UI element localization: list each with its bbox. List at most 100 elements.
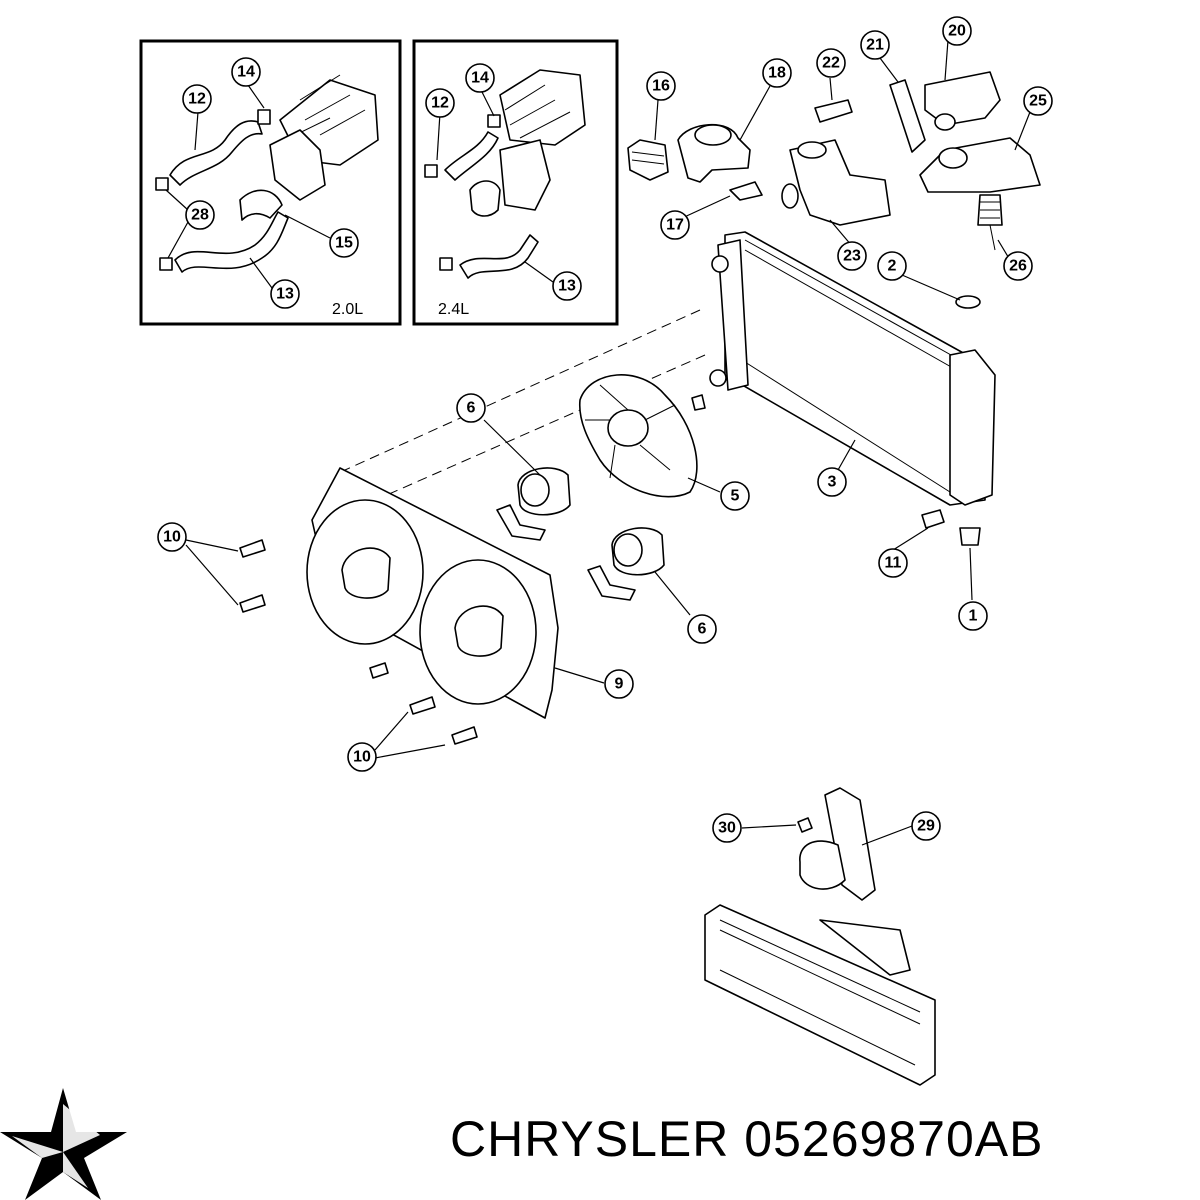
brand-name: CHRYSLER <box>450 1111 730 1167</box>
svg-text:13: 13 <box>558 278 576 295</box>
water-outlet-20 <box>924 71 1001 126</box>
hose-clamp <box>155 177 169 191</box>
svg-text:15: 15 <box>335 235 353 252</box>
shroud-edge <box>819 919 911 976</box>
inset-2-0l: 12 14 28 15 13 2.0L <box>139 39 402 326</box>
bracket-handle <box>799 840 846 890</box>
bolt-10 <box>409 696 436 715</box>
thermostat-housing <box>469 180 501 217</box>
svg-text:2: 2 <box>888 258 897 275</box>
bolt-10 <box>239 539 266 558</box>
callout-30: 30 <box>712 813 742 843</box>
svg-text:17: 17 <box>666 217 684 234</box>
callout-10: 10 <box>347 742 377 772</box>
callout-18: 18 <box>762 58 792 88</box>
lower-detail: 30 29 <box>704 787 941 1086</box>
callout-10: 10 <box>157 522 187 552</box>
callout-16: 16 <box>646 71 676 101</box>
callout-17: 17 <box>660 210 690 240</box>
hose-clamp <box>159 257 173 271</box>
callout-13: 13 <box>270 279 300 309</box>
fan-shroud-assembly: 10 10 9 <box>157 467 634 772</box>
upper-hose-12 <box>169 120 263 186</box>
engine-ribs <box>284 74 366 141</box>
motor-bracket <box>587 565 636 601</box>
hose-clamp <box>424 164 438 178</box>
callout-5: 5 <box>720 481 750 511</box>
svg-text:25: 25 <box>1029 93 1047 110</box>
fan-assembly: 6 5 6 <box>456 374 750 644</box>
callout-22: 22 <box>816 48 846 78</box>
callout-20: 20 <box>942 16 972 46</box>
svg-text:23: 23 <box>843 248 861 265</box>
motor-bracket <box>496 504 546 541</box>
callout-14: 14 <box>231 57 261 87</box>
callout-29: 29 <box>911 811 941 841</box>
svg-text:12: 12 <box>188 91 206 108</box>
callout-13: 13 <box>552 271 582 301</box>
svg-text:10: 10 <box>353 749 371 766</box>
hose-clamp <box>257 109 271 125</box>
chrysler-pentastar-icon <box>0 1088 127 1200</box>
callout-11: 11 <box>878 548 908 578</box>
lower-hose-13 <box>459 234 539 279</box>
callout-25: 25 <box>1023 86 1053 116</box>
callout-15: 15 <box>329 228 359 258</box>
svg-text:14: 14 <box>237 64 255 81</box>
callout-3: 3 <box>817 467 847 497</box>
svg-text:6: 6 <box>467 400 476 417</box>
inset-frame <box>139 39 402 326</box>
callout-12: 12 <box>182 84 212 114</box>
callout-28: 28 <box>185 200 215 230</box>
bolt-10 <box>451 726 478 745</box>
bracket-29 <box>824 787 876 901</box>
callout-12: 12 <box>425 88 455 118</box>
svg-text:10: 10 <box>163 529 181 546</box>
engine-lower-sketch <box>269 129 326 201</box>
part-number: 05269870AB <box>744 1111 1044 1167</box>
shroud-ring <box>454 605 504 657</box>
svg-text:3: 3 <box>828 474 837 491</box>
svg-text:30: 30 <box>718 820 736 837</box>
callout-6: 6 <box>687 614 717 644</box>
bolt-10 <box>239 594 266 613</box>
svg-text:18: 18 <box>768 65 786 82</box>
manifold-sketch <box>499 139 551 211</box>
lower-hose-13 <box>174 211 289 273</box>
thermostat-16 <box>627 139 669 181</box>
inset-label: 2.0L <box>332 301 363 318</box>
callout-14: 14 <box>465 63 495 93</box>
callout-2: 2 <box>877 251 907 281</box>
thermostat-parts: 16 18 17 22 21 20 23 25 26 2 <box>627 16 1053 309</box>
bolt-17 <box>729 181 763 201</box>
callout-23: 23 <box>837 241 867 271</box>
svg-text:22: 22 <box>822 55 840 72</box>
svg-text:14: 14 <box>471 70 489 87</box>
grommet-2 <box>955 295 981 309</box>
callout-21: 21 <box>860 30 890 60</box>
svg-text:16: 16 <box>652 78 670 95</box>
svg-text:5: 5 <box>731 488 740 505</box>
svg-text:6: 6 <box>698 621 707 638</box>
callout-9: 9 <box>604 669 634 699</box>
svg-text:9: 9 <box>615 676 624 693</box>
svg-text:21: 21 <box>866 37 884 54</box>
radiator-right-tank <box>949 349 996 506</box>
svg-text:11: 11 <box>885 555 902 572</box>
hose-clamp <box>487 114 501 128</box>
thermostat-housing-25 <box>919 137 1041 193</box>
radiator-assembly: 3 11 1 <box>329 231 996 631</box>
svg-text:1: 1 <box>969 608 978 625</box>
gasket-21 <box>889 79 926 153</box>
nut <box>691 394 706 411</box>
part-title: CHRYSLER 05269870AB <box>450 1110 1043 1168</box>
sensor-22 <box>814 99 853 123</box>
callout-6: 6 <box>456 393 486 423</box>
clip <box>369 662 389 679</box>
water-outlet-15 <box>239 189 283 221</box>
callout-26: 26 <box>1003 251 1033 281</box>
clip-30 <box>797 817 813 833</box>
drain-plug-11 <box>921 509 945 529</box>
hose-clamp <box>439 257 453 271</box>
